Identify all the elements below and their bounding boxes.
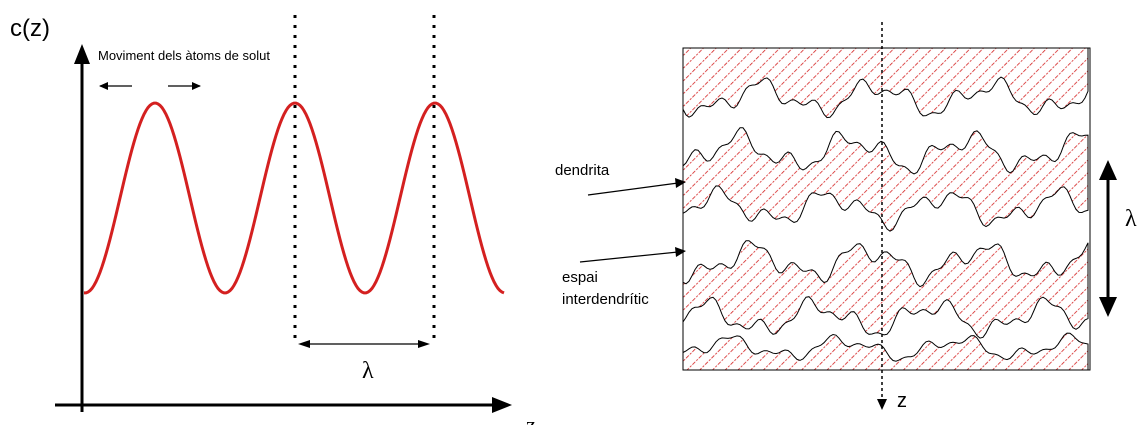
lambda-arrowhead-bottom [1099,297,1117,317]
lambda-arrowhead-top [1099,160,1117,180]
x-axis-arrowhead [492,397,512,413]
solute-movement-caption: Moviment dels àtoms de solut [98,48,270,63]
z-axis-label: z [897,390,907,412]
dendrite-pointer-arrowhead [675,178,686,188]
dendrite-bands [682,47,1089,371]
z-arrowhead [877,399,887,410]
interdendritic-label-2: interdendrític [562,291,649,308]
dendrite-box-border [682,47,1091,371]
wavelength-label-left: λ [362,358,374,384]
y-axis-arrowhead [74,44,90,64]
dendrite-label: dendrita [555,162,610,179]
wavelength-arrowhead-left [298,340,310,348]
wavelength-arrowhead-right [418,340,430,348]
right-panel: z dendrita espai interdendrític λ [555,22,1137,412]
concentration-curve [84,101,505,295]
wavelength-label-right: λ [1125,206,1137,232]
interdendritic-pointer [579,251,679,263]
dendrite-band-2 [682,127,1089,232]
interdendritic-pointer-arrowhead [675,247,686,257]
interdendritic-label-1: espai [562,269,598,286]
dendrite-pointer [587,182,679,196]
x-axis-label: z [526,412,536,425]
y-axis-label: c(z) [10,15,50,42]
left-panel: c(z) z Moviment dels àtoms de solut λ [10,15,536,425]
dendrite-band-3 [682,240,1089,339]
